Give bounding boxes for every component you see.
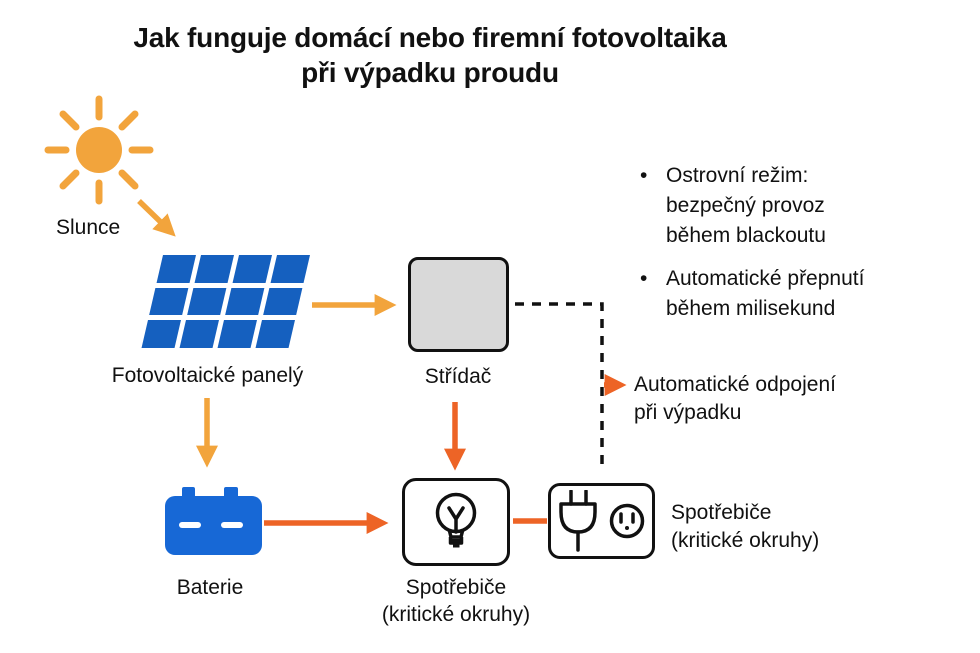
appliances-label-line2: (kritické okruhy)	[381, 603, 531, 626]
appliances-label-line1: Spotřebiče	[405, 576, 507, 599]
plug-icon	[559, 490, 597, 552]
title-line-2: při výpadku proudu	[301, 57, 559, 88]
battery-label: Baterie	[176, 576, 244, 599]
solar-cell	[255, 320, 295, 348]
sun-icon	[44, 95, 154, 205]
disconnect-label-line1: Automatické odpojení	[634, 373, 836, 396]
inverter-box	[408, 257, 509, 352]
outlet-label-line2: (kritické okruhy)	[671, 529, 820, 552]
benefits-list: • Ostrovní režim: bezpečný provoz během …	[640, 161, 960, 324]
solar-cell	[263, 287, 303, 316]
bullet-text: Ostrovní režim: bezpečný provoz během bl…	[666, 161, 826, 251]
outlet-label: Spotřebiče (kritické okruhy)	[671, 499, 819, 555]
inverter-label: Střídač	[424, 365, 492, 388]
page-title: Jak funguje domácí nebo firemní fotovolt…	[0, 20, 860, 90]
bullet-line: Ostrovní režim:	[666, 164, 809, 187]
solar-cell	[232, 255, 272, 283]
solar-cell	[149, 287, 189, 316]
dashed-line-inverter-to-outlet	[515, 302, 604, 470]
solar-cell	[141, 320, 181, 348]
solar-cell	[225, 287, 265, 316]
disconnect-label-line2: při výpadku	[634, 401, 742, 424]
solar-cell	[217, 320, 257, 348]
solar-cell	[187, 287, 227, 316]
outlet-label-line1: Spotřebiče	[671, 501, 772, 524]
bullet-marker: •	[640, 267, 648, 290]
bullet-line: bezpečný provoz	[666, 194, 825, 217]
lightbulb-icon	[435, 492, 477, 548]
outlet-icon	[609, 503, 645, 539]
appliances-label: Spotřebiče (kritické okruhy)	[372, 574, 540, 628]
battery-icon	[165, 487, 262, 555]
bullet-line: během blackoutu	[666, 224, 826, 247]
sun-label: Slunce	[56, 216, 121, 239]
outlet-box	[548, 483, 655, 559]
solar-cell	[156, 255, 196, 283]
solar-panel-icon	[141, 255, 310, 348]
list-item: • Ostrovní režim: bezpečný provoz během …	[640, 161, 960, 251]
bullet-text: Automatické přepnutí během milisekund	[666, 264, 864, 324]
solar-cell	[194, 255, 234, 283]
panels-label: Fotovoltaické panelý	[111, 364, 304, 387]
bullet-line: Automatické přepnutí	[666, 267, 865, 290]
disconnect-label: Automatické odpojení při výpadku	[634, 371, 836, 427]
bullet-line: během milisekund	[666, 297, 836, 320]
solar-cell	[270, 255, 310, 283]
list-item: • Automatické přepnutí během milisekund	[640, 264, 960, 324]
bullet-marker: •	[640, 164, 648, 187]
appliances-box	[402, 478, 510, 566]
title-line-1: Jak funguje domácí nebo firemní fotovolt…	[133, 22, 727, 53]
solar-cell	[179, 320, 219, 348]
arrow-sun-to-panels	[137, 199, 176, 237]
